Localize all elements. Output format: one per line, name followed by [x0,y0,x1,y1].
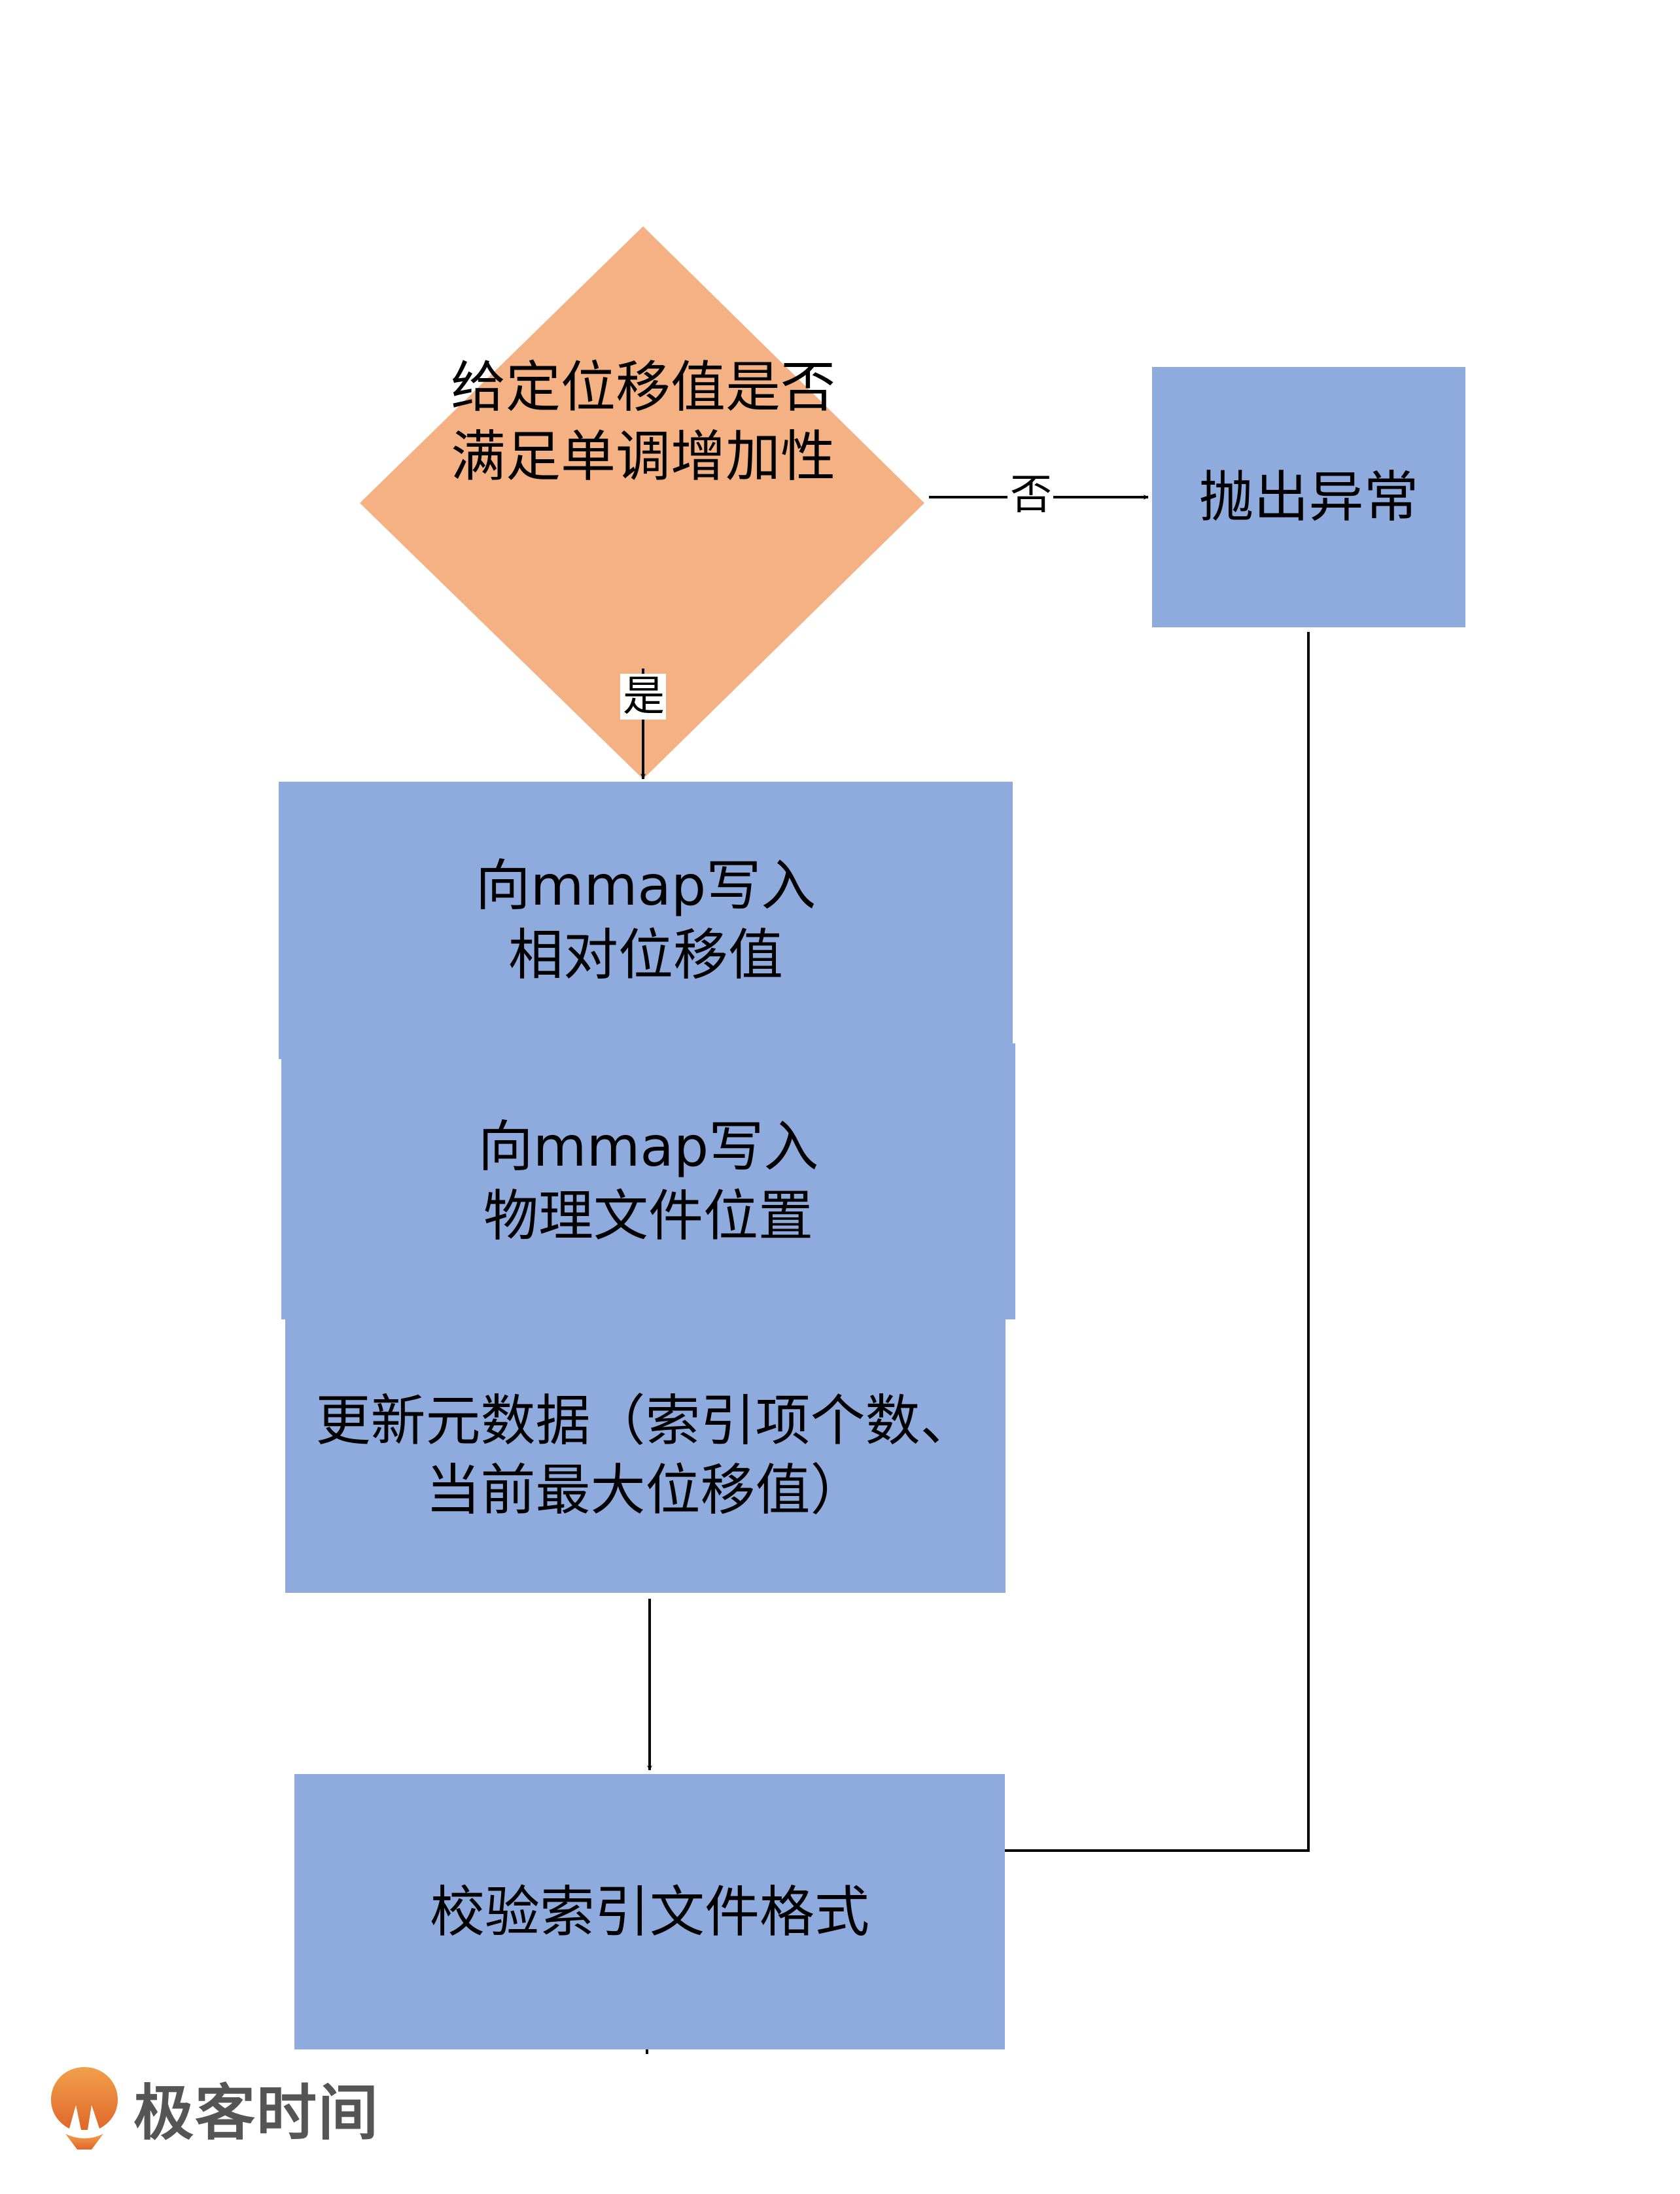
edge-label-yes: 是 [620,674,666,720]
edge-label-no: 否 [1007,472,1053,518]
decision-label: 给定位移值是否 满足单调增加性 [450,355,835,489]
geektime-logo-icon [51,2066,118,2150]
validate-format-node: 校验索引文件格式 [294,1774,1005,2049]
write-position-node: 向mmap写入 物理文件位置 [281,1043,1015,1319]
write-offset-node: 向mmap写入 相对位移值 [279,782,1013,1059]
brand-logo: 极客时间 [50,2064,379,2151]
decision-diamond [360,226,924,779]
update-metadata-node: 更新元数据（索引项个数、 当前最大位移值） [285,1317,1006,1593]
brand-name: 极客时间 [133,2078,380,2148]
throw-exception-node: 抛出异常 [1152,367,1465,627]
